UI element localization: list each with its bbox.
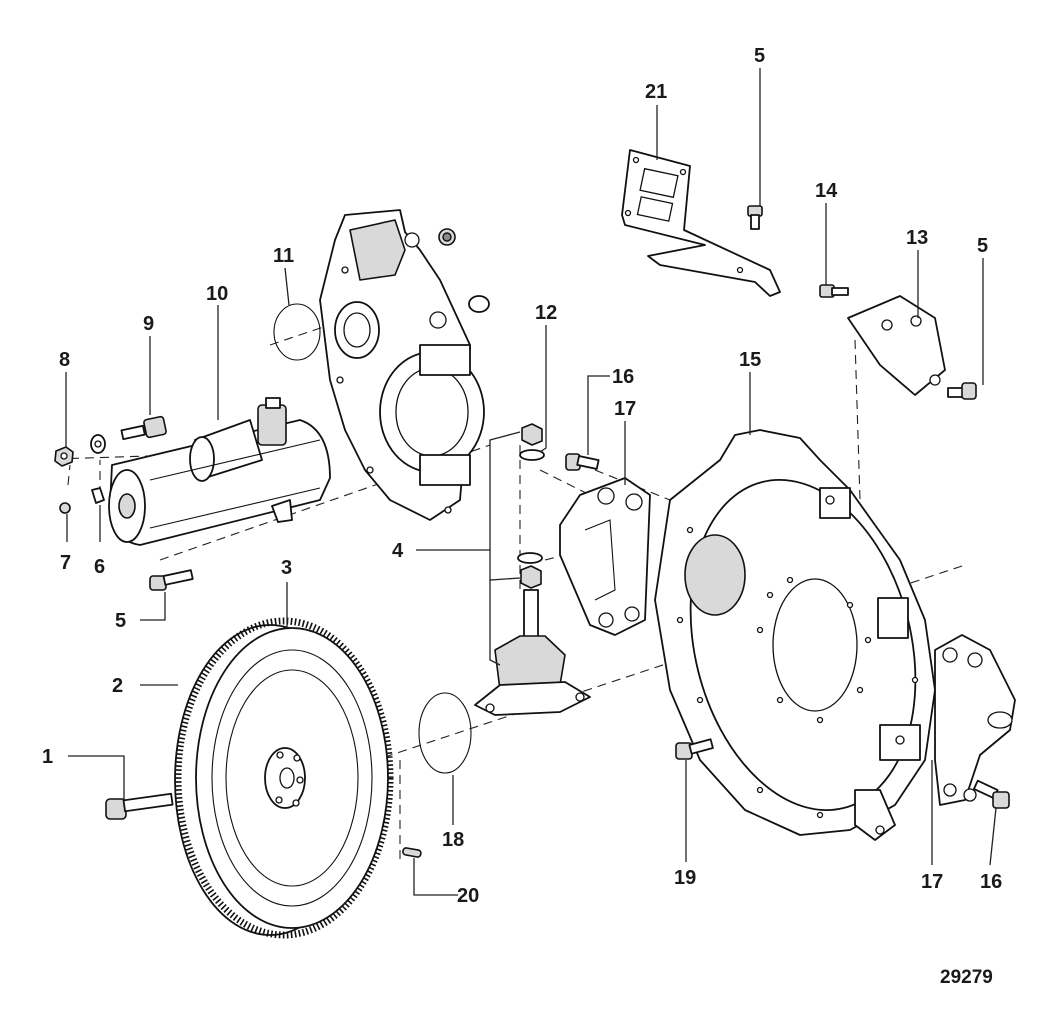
bracket-plate-21 bbox=[621, 149, 781, 297]
callout-17-upper: 17 bbox=[614, 398, 636, 420]
bolt-19 bbox=[675, 738, 714, 760]
mount-bracket-17-lower bbox=[934, 634, 1016, 806]
figure-id: 29279 bbox=[940, 967, 993, 988]
callout-9: 9 bbox=[143, 313, 154, 335]
callout-5-top: 5 bbox=[754, 45, 765, 67]
stud-9 bbox=[120, 415, 167, 441]
bolt-5-top bbox=[747, 205, 763, 230]
flywheel-2 bbox=[174, 617, 394, 939]
callout-20: 20 bbox=[457, 885, 479, 907]
nut-8 bbox=[54, 446, 74, 467]
callout-11: 11 bbox=[273, 245, 294, 267]
washer-12-top bbox=[519, 449, 545, 461]
callout-8: 8 bbox=[59, 349, 70, 371]
nut-4-lower bbox=[520, 565, 542, 589]
callout-1: 1 bbox=[42, 746, 53, 768]
callout-18: 18 bbox=[442, 829, 464, 851]
callout-10: 10 bbox=[206, 283, 228, 305]
gear-housing-cover bbox=[319, 209, 485, 521]
callout-labels: 1 2 3 4 5 5 5 6 7 8 9 10 11 12 13 14 15 … bbox=[42, 45, 1002, 907]
bolt-5-right bbox=[947, 382, 977, 400]
bolt-5-starter bbox=[149, 569, 194, 591]
callout-15: 15 bbox=[739, 349, 761, 371]
callout-16-upper: 16 bbox=[612, 366, 634, 388]
callout-13: 13 bbox=[906, 227, 928, 249]
callout-19: 19 bbox=[674, 867, 696, 889]
callout-16-lower: 16 bbox=[980, 871, 1002, 893]
screw-7 bbox=[59, 502, 71, 514]
plug-small bbox=[438, 228, 456, 246]
engine-mount-4 bbox=[474, 589, 591, 716]
leader-lines bbox=[65, 68, 997, 896]
bolt-16-upper bbox=[565, 453, 600, 471]
callout-12: 12 bbox=[535, 302, 557, 324]
callout-5-starter: 5 bbox=[115, 610, 126, 632]
callout-2: 2 bbox=[112, 675, 123, 697]
washer-4-lower bbox=[517, 552, 543, 564]
o-ring-11 bbox=[273, 303, 321, 361]
mount-bracket-17-upper bbox=[559, 477, 651, 636]
plug-cup bbox=[468, 295, 490, 313]
terminal-6 bbox=[91, 487, 105, 504]
flywheel-housing-15 bbox=[654, 429, 936, 841]
callout-4: 4 bbox=[392, 540, 404, 562]
callout-21: 21 bbox=[645, 81, 667, 103]
callout-6: 6 bbox=[94, 556, 105, 578]
callout-5-right: 5 bbox=[977, 235, 988, 257]
bolt-14 bbox=[819, 284, 849, 298]
starter-motor-10 bbox=[108, 397, 331, 546]
washer-8b bbox=[90, 434, 106, 454]
o-ring-18 bbox=[418, 692, 472, 774]
callout-14: 14 bbox=[815, 180, 838, 202]
callout-7: 7 bbox=[60, 552, 71, 574]
bolt-1 bbox=[105, 792, 174, 820]
nut-12-top bbox=[521, 423, 543, 446]
bolt-16-lower bbox=[973, 779, 1010, 809]
callout-3: 3 bbox=[281, 557, 292, 579]
dowel-pin-20 bbox=[402, 847, 422, 858]
bracket-13 bbox=[847, 295, 946, 396]
callout-17-lower: 17 bbox=[921, 871, 943, 893]
